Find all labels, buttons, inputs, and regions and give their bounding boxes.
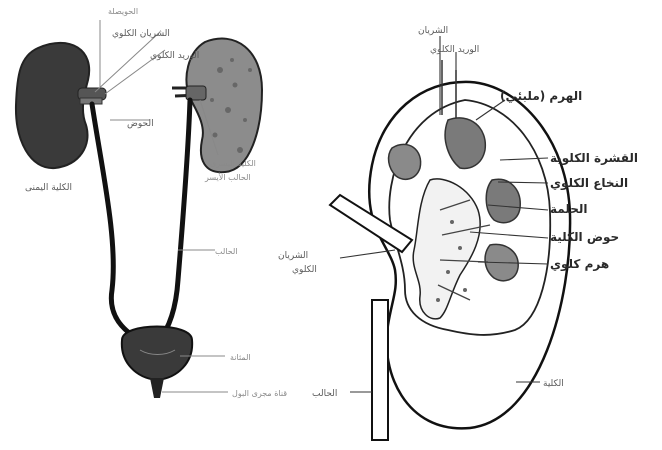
- label-pyramid: الهرم (ملبئي): [500, 89, 582, 104]
- label-urethra: قناة مجرى البول: [232, 389, 287, 398]
- label-right-kidney-1: الكلية اليسرى: [210, 159, 256, 168]
- label-kidney: الكلية: [543, 379, 564, 389]
- label-renal-artery-2: الكلوي: [292, 265, 317, 275]
- label-bladder: المثانة: [230, 353, 251, 362]
- bladder: [122, 327, 192, 381]
- label-left-kidney: الكلية اليمنى: [25, 183, 72, 193]
- label-pelvis: حوض الكلية: [550, 230, 619, 245]
- right-ureter: [158, 100, 190, 342]
- label-ureter: الحالب: [312, 389, 337, 399]
- left-ureter: [92, 104, 140, 340]
- label-top-1: الشريان: [418, 26, 448, 36]
- left-kidney: [16, 43, 89, 168]
- ureter-tube: [372, 300, 388, 440]
- label-papilla: الحلمة: [550, 202, 588, 216]
- label-top: الحويصلة: [108, 7, 138, 16]
- label-cortex: القشرة الكلوية: [550, 151, 638, 166]
- label-ureter-left: الحالب: [215, 247, 238, 256]
- label-pelvis-left: الحوض: [127, 119, 154, 129]
- label-calyx: هرم كلوي: [550, 257, 609, 272]
- label-top-2: الوريد الكلوي: [430, 45, 479, 55]
- label-vessel-1: الشريان الكلوي: [112, 29, 170, 39]
- pyramid-2: [389, 144, 421, 179]
- label-renal-artery-1: الشريان: [278, 251, 308, 261]
- label-right-kidney-2: الحالب الأيسر: [204, 172, 251, 182]
- label-vessel-2: الوريد الكلوي: [150, 51, 199, 61]
- urinary-system-diagram: [16, 20, 262, 398]
- urethra: [150, 378, 164, 398]
- label-medulla: النخاع الكلوي: [550, 176, 628, 191]
